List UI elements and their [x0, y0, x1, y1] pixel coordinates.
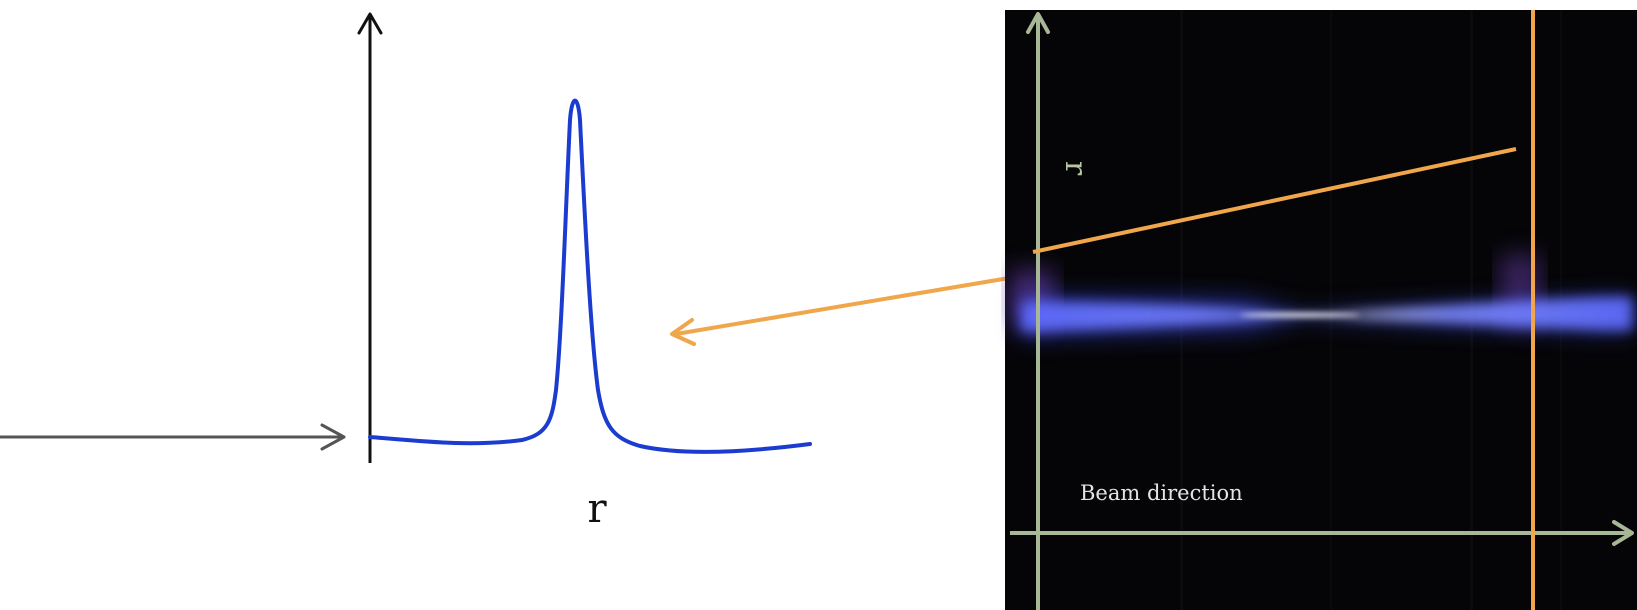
beam-direction-label: Beam direction — [1080, 481, 1243, 505]
intensity-profile-curve — [368, 98, 812, 454]
photo-vertical-axis — [1026, 12, 1050, 610]
plot-x-axis-label: r — [587, 486, 607, 532]
connector-arrow — [670, 272, 1034, 346]
photo-vertical-axis-label: r — [1058, 161, 1093, 176]
profile-plot: r — [357, 12, 812, 532]
plasma-beam — [1010, 255, 1632, 336]
photo-horizontal-axis — [1010, 520, 1634, 546]
plot-y-axis — [357, 12, 383, 463]
pointer-line — [1032, 147, 1517, 254]
beam-photo: r Beam direction — [1005, 10, 1637, 610]
input-arrow — [0, 423, 346, 451]
